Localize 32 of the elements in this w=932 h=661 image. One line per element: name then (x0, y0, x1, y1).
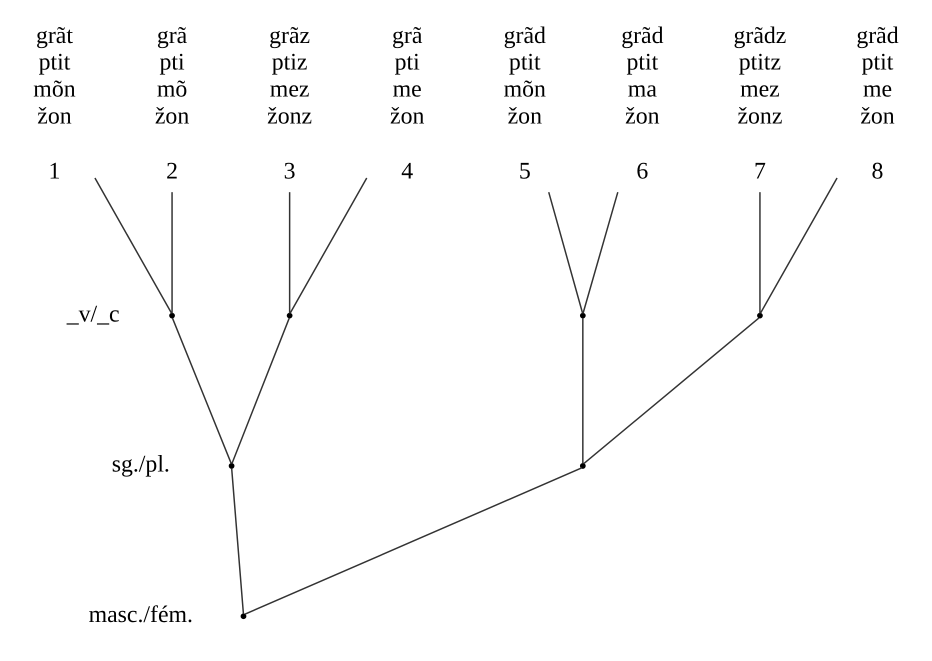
connector (582, 192, 619, 314)
node-text: grãz ptiz mez žonz 3 (267, 22, 312, 184)
connector (289, 178, 368, 314)
node-point (286, 312, 293, 318)
label: masc./fém. (88, 602, 194, 628)
connector (760, 178, 838, 314)
label: _v/_c (66, 301, 120, 328)
node-text: grãd ptit mõn žon 5 (504, 22, 546, 184)
connector (759, 192, 761, 314)
node-point (169, 312, 175, 318)
connector (548, 192, 584, 314)
label: sg./pl. (112, 452, 170, 478)
connector (230, 468, 244, 614)
connector (583, 317, 760, 464)
node-text: grã pti me žon 4 (390, 22, 424, 184)
node-text: grãdz ptitz mez žonz 7 (734, 22, 786, 184)
node-point (580, 463, 586, 469)
node-text: grã pti mõ žon 2 (154, 22, 190, 184)
node-text: grãd ptit ma žon 6 (621, 22, 664, 184)
node-point (228, 463, 234, 469)
connector (244, 467, 582, 615)
node-point (757, 312, 763, 318)
node-text: grãd ptit me žon 8 (856, 22, 899, 184)
node-text: grãt ptit mõn žon 1 (33, 22, 76, 184)
connector (582, 318, 584, 464)
node-point (580, 312, 586, 318)
connector (94, 178, 172, 314)
connector (288, 192, 290, 314)
connector (172, 318, 232, 464)
connector (231, 318, 290, 464)
node-point (240, 613, 246, 620)
connector (171, 192, 173, 314)
